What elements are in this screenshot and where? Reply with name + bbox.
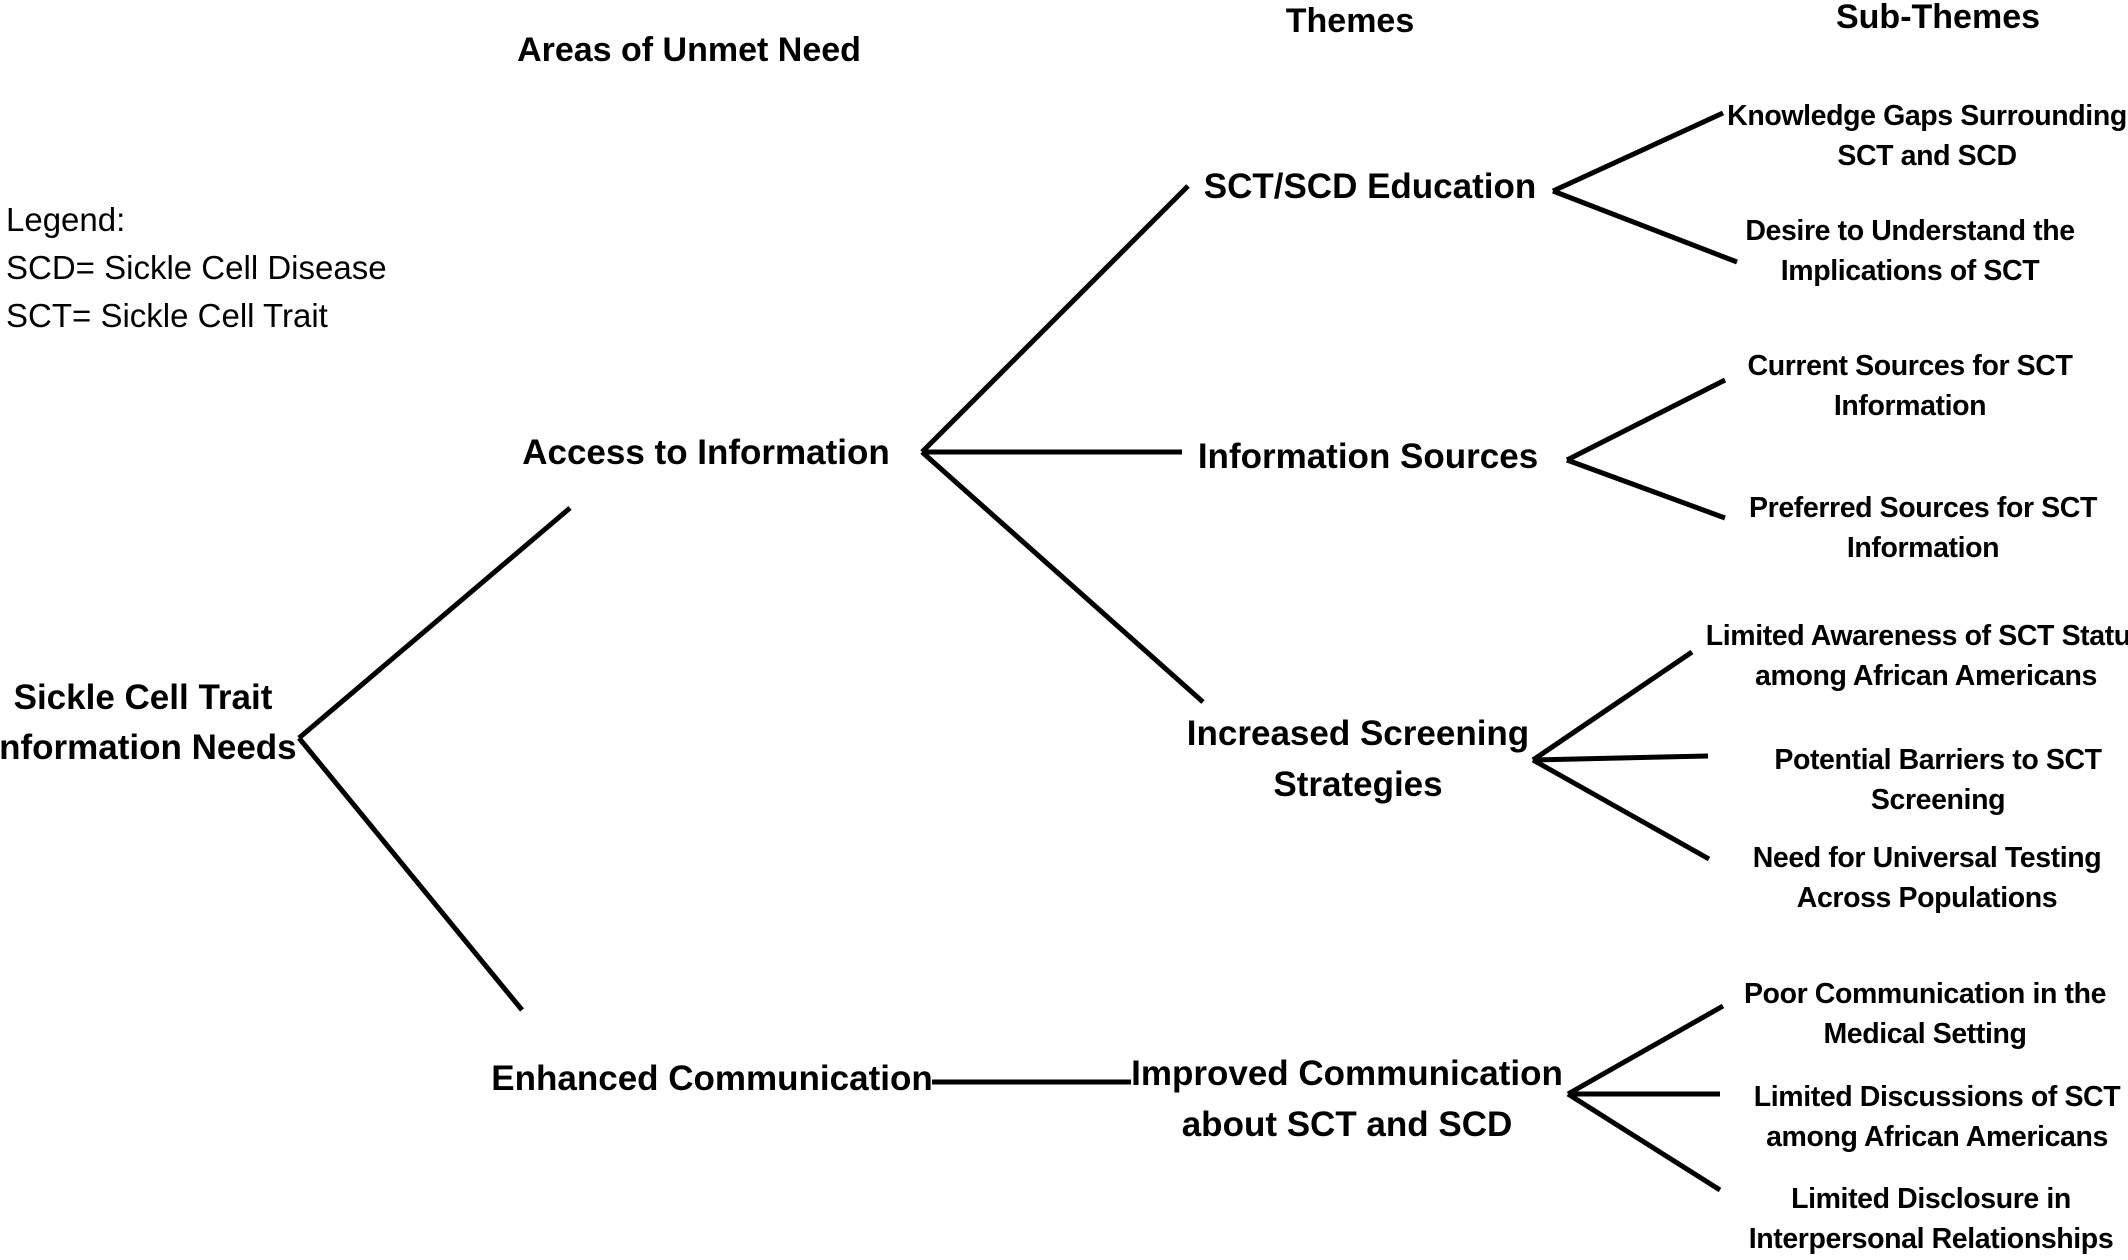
theme-increased-screening-strategies: Increased Screening Strategies	[1187, 709, 1529, 811]
sub-theme-current-sources: Current Sources for SCT Information	[1748, 346, 2073, 427]
sub-theme-poor-comm-line1: Poor Communication in the	[1743, 978, 2107, 1010]
theme-screening-line1: Increased Screening	[1186, 714, 1530, 753]
sub-theme-universal-testing: Need for Universal Testing Across Popula…	[1753, 838, 2102, 919]
sub-theme-universal-line2: Across Populations	[1796, 882, 2058, 915]
connector-screening-universal	[1531, 757, 1711, 862]
connector-education-knowledge	[1551, 110, 1725, 194]
theme-comm-line1: Improved Communication	[1131, 1054, 1563, 1093]
sub-theme-potential-barriers: Potential Barriers to SCT Screening	[1774, 740, 2102, 821]
sub-theme-limited-awareness: Limited Awareness of SCT Status among Af…	[1706, 616, 2128, 697]
theme-sct-scd-education: SCT/SCD Education	[1203, 167, 1537, 206]
connector-access-screening	[920, 450, 1205, 704]
legend-scd: SCD= Sickle Cell Disease	[6, 249, 387, 286]
sub-theme-universal-line1: Need for Universal Testing	[1752, 842, 2102, 874]
sub-theme-awareness-line1: Limited Awareness of SCT Status	[1705, 620, 2128, 652]
sub-theme-poor-comm-line2: Medical Setting	[1823, 1018, 2027, 1051]
sub-theme-barriers-line1: Potential Barriers to SCT	[1774, 744, 2102, 776]
header-areas-of-unmet-need: Areas of Unmet Need	[517, 31, 861, 69]
area-access-to-information: Access to Information	[522, 433, 890, 472]
root-node: Sickle Cell Trait Information Needs	[0, 673, 297, 772]
sub-theme-limited-discussions: Limited Discussions of SCT among African…	[1754, 1077, 2121, 1158]
sub-theme-preferred-sources: Preferred Sources for SCT Information	[1749, 488, 2097, 569]
connector-root-access	[297, 506, 572, 740]
sub-theme-knowledge-gaps-line2: SCT and SCD	[1837, 140, 2017, 173]
theme-information-sources: Information Sources	[1197, 437, 1539, 476]
legend-title: Legend:	[6, 201, 126, 238]
sub-theme-discussions-line2: among African Americans	[1766, 1121, 2108, 1154]
root-node-line2: Information Needs	[0, 727, 297, 767]
sub-theme-knowledge-gaps-line1: Knowledge Gaps Surrounding	[1727, 100, 2127, 132]
sub-theme-disclosure-line2: Interpersonal Relationships	[1748, 1223, 2114, 1256]
connector-sources-preferred	[1566, 457, 1726, 521]
connector-root-communication	[297, 736, 524, 1012]
connector-access-education	[920, 184, 1190, 454]
connector-comm-disclosure	[1566, 1091, 1722, 1193]
sub-theme-knowledge-gaps: Knowledge Gaps Surrounding SCT and SCD	[1727, 96, 2127, 177]
sub-theme-limited-disclosure: Limited Disclosure in Interpersonal Rela…	[1749, 1179, 2114, 1260]
area-enhanced-communication: Enhanced Communication	[491, 1059, 933, 1098]
connector-education-desire	[1552, 188, 1738, 265]
sub-theme-discussions-line1: Limited Discussions of SCT	[1753, 1081, 2121, 1113]
sub-theme-barriers-line2: Screening	[1870, 784, 2006, 817]
legend: Legend: SCD= Sickle Cell Disease SCT= Si…	[6, 196, 387, 340]
legend-sct: SCT= Sickle Cell Trait	[6, 297, 328, 334]
theme-comm-line2: about SCT and SCD	[1181, 1104, 1513, 1144]
connector-sources-current	[1565, 377, 1727, 463]
sub-theme-awareness-line2: among African Americans	[1755, 660, 2097, 693]
header-sub-themes: Sub-Themes	[1835, 0, 2041, 36]
sub-theme-desire-line2: Implications of SCT	[1780, 255, 2040, 288]
sub-theme-poor-communication: Poor Communication in the Medical Settin…	[1744, 974, 2106, 1055]
theme-screening-line2: Strategies	[1273, 764, 1443, 804]
connector-comm-poor	[1566, 1003, 1725, 1097]
sub-theme-desire-to-understand: Desire to Understand the Implications of…	[1745, 211, 2075, 292]
sub-theme-preferred-line2: Information	[1846, 532, 2000, 565]
connector-screening-barriers	[1532, 753, 1709, 763]
theme-improved-communication: Improved Communication about SCT and SCD	[1131, 1049, 1563, 1151]
sub-theme-desire-line1: Desire to Understand the	[1745, 215, 2075, 247]
sub-theme-current-line1: Current Sources for SCT	[1747, 350, 2073, 382]
sub-theme-preferred-line1: Preferred Sources for SCT	[1749, 492, 2097, 524]
root-node-line1: Sickle Cell Trait	[13, 678, 273, 717]
connector-screening-awareness	[1531, 649, 1694, 763]
sub-theme-current-line2: Information	[1833, 390, 1987, 423]
header-themes: Themes	[1285, 2, 1415, 40]
sub-theme-disclosure-line1: Limited Disclosure in	[1791, 1183, 2071, 1215]
